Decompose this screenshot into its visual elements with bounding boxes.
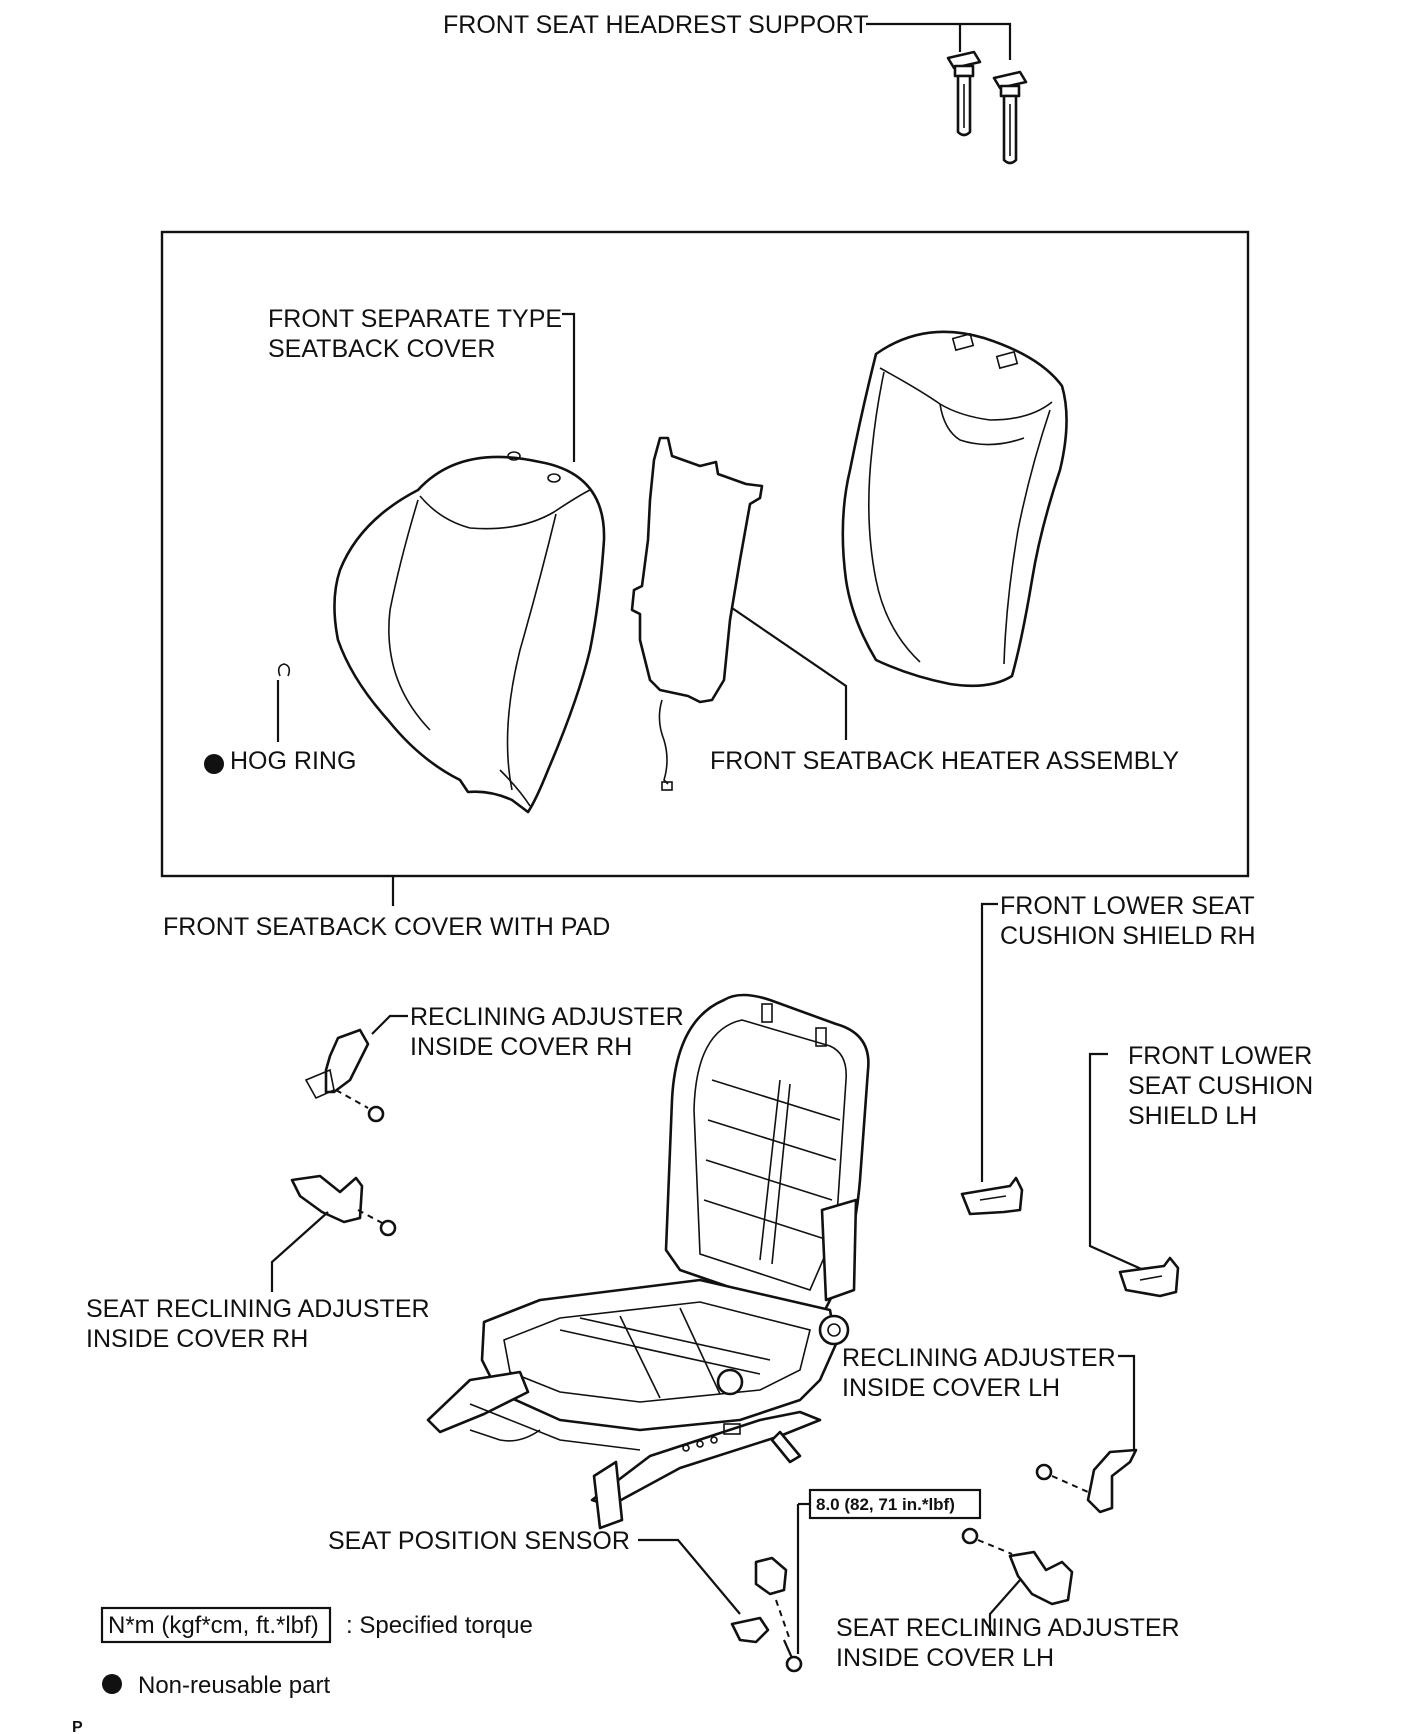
lower-shield-lh-drawing (1088, 1052, 1180, 1298)
label-seat-recl-inside-lh-1: SEAT RECLINING ADJUSTER (836, 1614, 1180, 1642)
legend-nonreusable-icon (102, 1674, 122, 1694)
seat-frame-drawing (426, 993, 870, 1530)
label-heater-assembly: FRONT SEATBACK HEATER ASSEMBLY (710, 747, 1179, 775)
label-seat-recl-inside-rh-2: INSIDE COVER RH (86, 1325, 308, 1353)
label-recl-inside-rh-2: INSIDE COVER RH (410, 1033, 632, 1061)
recl-inside-lh-drawing (1035, 1354, 1138, 1514)
legend-nonreusable-desc: Non-reusable part (138, 1672, 330, 1699)
hog-ring-drawing (204, 663, 291, 774)
legend-torque-units: N*m (kgf*cm, ft.*lbf) (108, 1612, 319, 1639)
label-headrest-support: FRONT SEAT HEADREST SUPPORT (443, 11, 869, 39)
nonreusable-mark-icon (204, 754, 224, 774)
headrest-support-drawing (866, 22, 1028, 165)
label-seat-recl-inside-rh-1: SEAT RECLINING ADJUSTER (86, 1295, 430, 1323)
label-lower-shield-rh-2: CUSHION SHIELD RH (1000, 922, 1256, 950)
label-separate-cover-1: FRONT SEPARATE TYPE (268, 305, 562, 333)
label-seat-recl-inside-lh-2: INSIDE COVER LH (836, 1644, 1054, 1672)
lower-shield-rh-drawing (960, 902, 1024, 1216)
label-cover-with-pad: FRONT SEATBACK COVER WITH PAD (163, 913, 610, 941)
label-hog-ring: HOG RING (230, 747, 356, 775)
label-recl-inside-lh-1: RECLINING ADJUSTER (842, 1344, 1116, 1372)
legend: N*m (kgf*cm, ft.*lbf) : Specified torque… (100, 1606, 533, 1699)
label-lower-shield-lh-2: SEAT CUSHION (1128, 1072, 1313, 1100)
page-mark: P (72, 1719, 83, 1734)
label-lower-shield-lh-1: FRONT LOWER (1128, 1042, 1312, 1070)
torque-value-box (808, 1488, 982, 1520)
label-recl-inside-rh-1: RECLINING ADJUSTER (410, 1003, 684, 1031)
legend-torque-box (100, 1606, 332, 1644)
recl-inside-rh-drawing (304, 1014, 408, 1123)
label-separate-cover-2: SEATBACK COVER (268, 335, 495, 363)
seat-recl-inside-rh-drawing (270, 1174, 397, 1292)
seatback-cover-group-box (160, 230, 1250, 878)
seatback-cover-drawing (333, 312, 606, 814)
label-lower-shield-lh-3: SHIELD LH (1128, 1102, 1257, 1130)
legend-torque-desc: : Specified torque (346, 1612, 533, 1639)
label-recl-inside-lh-2: INSIDE COVER LH (842, 1374, 1060, 1402)
label-torque-value: 8.0 (82, 71 in.*lbf) (816, 1495, 955, 1514)
label-lower-shield-rh-1: FRONT LOWER SEAT (1000, 892, 1255, 920)
label-seat-position-sensor: SEAT POSITION SENSOR (328, 1527, 630, 1555)
seat-recl-inside-lh-drawing (961, 1527, 1074, 1636)
seatback-pad-drawing (841, 330, 1068, 688)
seat-position-sensor-drawing (638, 1488, 982, 1673)
heater-assembly-drawing (630, 436, 848, 791)
